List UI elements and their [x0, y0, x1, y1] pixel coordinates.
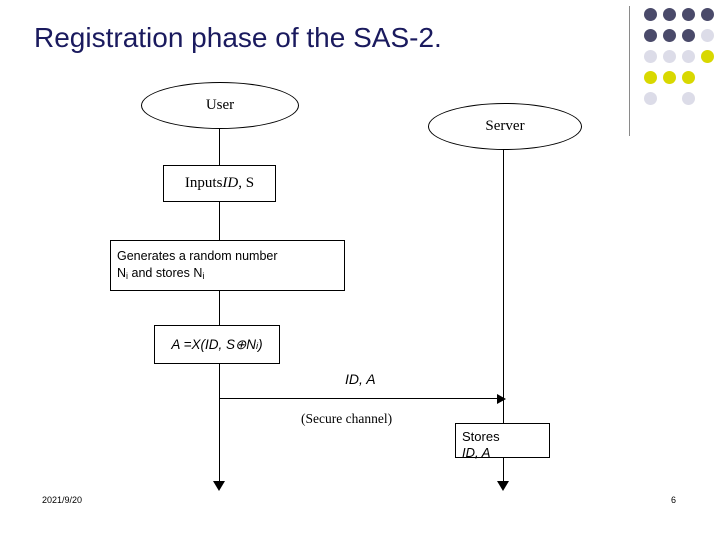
transfer-arrow-line	[219, 398, 499, 399]
stores-line-2: ID, A	[462, 445, 491, 460]
user-lifeline-arrow	[213, 481, 225, 491]
inputs-prefix: Inputs	[184, 175, 223, 191]
server-lifeline-1	[503, 148, 504, 423]
dot	[701, 50, 714, 63]
dot	[663, 29, 676, 42]
dot	[682, 8, 695, 21]
formula-mid: N	[246, 337, 257, 352]
box-inputs[interactable]: Inputs ID, S	[163, 165, 276, 202]
user-lifeline-4	[219, 364, 220, 483]
dot	[663, 8, 676, 21]
secure-channel-label: (Secure channel)	[301, 411, 393, 426]
dot	[644, 29, 657, 42]
dot	[682, 92, 695, 105]
page-title: Registration phase of the SAS-2.	[34, 22, 442, 53]
node-user-label: User	[205, 97, 235, 113]
generates-sub-2: i	[202, 271, 205, 281]
formula-post: )	[258, 337, 263, 352]
footer-page-number: 6	[671, 495, 677, 505]
dot	[682, 71, 695, 84]
user-lifeline-2	[219, 202, 220, 240]
dot	[663, 50, 676, 63]
generates-n1: N	[117, 266, 127, 280]
dot	[644, 8, 657, 21]
node-server-label: Server	[485, 118, 525, 134]
dot	[701, 8, 714, 21]
vertical-divider	[629, 6, 630, 136]
server-lifeline-2	[503, 458, 504, 483]
formula-pre: A =X(ID, S	[171, 337, 235, 352]
dot	[644, 71, 657, 84]
server-lifeline-arrow	[497, 481, 509, 491]
dot	[682, 29, 695, 42]
node-user[interactable]: User	[141, 82, 299, 129]
box-stores[interactable]: Stores ID, A	[455, 423, 550, 460]
generates-mid: and stores N	[128, 266, 203, 280]
transfer-arrow-head	[497, 394, 506, 404]
stores-line-1: Stores	[462, 429, 500, 444]
inputs-suffix: , S	[238, 175, 255, 191]
dot	[644, 50, 657, 63]
generates-sub-1: i	[126, 271, 129, 281]
dot	[663, 71, 676, 84]
generates-line-1: Generates a random number	[117, 249, 278, 263]
node-server[interactable]: Server	[428, 103, 582, 150]
generates-line-2: Ni and stores Ni	[117, 265, 339, 283]
user-lifeline-1	[219, 127, 220, 165]
xor-icon: ⊕	[234, 336, 247, 352]
footer-date: 2021/9/20	[42, 495, 83, 505]
dot	[644, 92, 657, 105]
formula-sub: i	[256, 341, 259, 352]
inputs-italic-id: ID	[222, 175, 239, 191]
dot	[682, 50, 695, 63]
box-generates-random-number[interactable]: Generates a random number Ni and stores …	[110, 240, 345, 291]
transfer-label: ID, A	[345, 371, 376, 387]
user-lifeline-3	[219, 291, 220, 325]
dot	[701, 29, 714, 42]
decorative-dot-grid	[644, 8, 716, 120]
